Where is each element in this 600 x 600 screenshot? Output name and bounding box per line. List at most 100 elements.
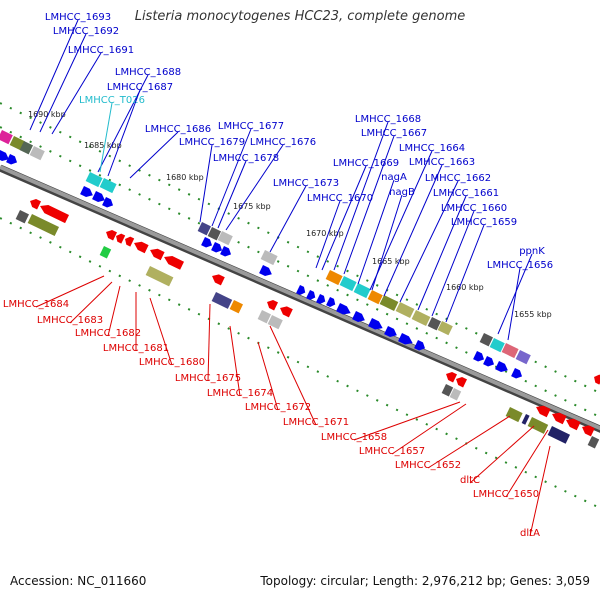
leader-line xyxy=(445,224,485,323)
top-gene-label: nagA xyxy=(381,172,407,183)
feature-box xyxy=(27,214,60,237)
leader-line xyxy=(391,403,467,455)
feature-box xyxy=(29,146,45,161)
feature-box xyxy=(145,266,174,287)
forward-gene xyxy=(201,237,213,248)
top-gene-label: LMHCC_1659 xyxy=(451,217,517,228)
bottom-gene-label: LMHCC_1652 xyxy=(395,460,461,471)
forward-gene xyxy=(306,290,316,301)
bottom-gene-label: LMHCC_1650 xyxy=(473,489,539,500)
ruler-tick-label: 1675 kbp xyxy=(233,202,271,211)
accession-label: Accession: NC_011660 xyxy=(10,574,147,588)
feature-box xyxy=(211,292,233,309)
upper-track-dots xyxy=(0,126,600,419)
leader-line xyxy=(207,303,211,382)
feature-box xyxy=(587,436,600,449)
leader-line xyxy=(333,121,389,271)
top-gene-label: nagB xyxy=(389,187,415,198)
genome-backbone xyxy=(0,164,600,433)
leader-line xyxy=(399,180,459,303)
genome-summary: Topology: circular; Length: 2,976,212 bp… xyxy=(260,574,590,588)
ruler-tick-label: 1660 kbp xyxy=(446,283,484,292)
forward-gene xyxy=(352,311,365,322)
leader-line xyxy=(315,200,341,269)
leader-line xyxy=(225,144,284,231)
bottom-gene-label: LMHCC_1671 xyxy=(283,417,349,428)
forward-gene xyxy=(336,303,351,315)
genome-line xyxy=(0,165,600,431)
reverse-gene xyxy=(150,248,165,261)
reverse-gene xyxy=(582,425,595,437)
forward-gene xyxy=(102,197,114,208)
leader-line xyxy=(497,253,533,335)
bottom-gene-label: dltC xyxy=(460,475,480,486)
feature-box xyxy=(85,172,103,188)
top-gene-label: LMHCC_1673 xyxy=(273,178,339,189)
reverse-gene xyxy=(164,256,185,270)
top-gene-label: LMHCC_1679 xyxy=(179,137,245,148)
feature-box xyxy=(427,317,442,331)
reverse-gene xyxy=(106,229,118,241)
bottom-gene-label: LMHCC_1681 xyxy=(103,343,169,354)
leader-line xyxy=(69,281,113,324)
feature-box xyxy=(197,222,212,236)
feature-box xyxy=(9,136,25,151)
leader-line xyxy=(357,179,395,285)
leader-line xyxy=(469,425,535,484)
feature-box xyxy=(505,407,523,423)
leader-line xyxy=(383,164,443,297)
forward-gene xyxy=(483,356,495,367)
feature-box xyxy=(489,338,505,353)
feature-box xyxy=(411,310,431,326)
top-gene-label: LMHCC_1656 xyxy=(487,260,553,271)
bottom-gene-label: LMHCC_1682 xyxy=(75,328,141,339)
forward-gene xyxy=(0,150,9,161)
feature-box xyxy=(229,300,244,314)
leader-line xyxy=(417,195,467,311)
reverse-gene xyxy=(456,376,468,388)
ruler-tick-label: 1670 kbp xyxy=(306,229,344,238)
reverse-gene xyxy=(212,274,225,286)
leader-line xyxy=(35,275,105,308)
forward-gene xyxy=(473,351,485,362)
forward-gene xyxy=(398,333,413,345)
top-gene-label: LMHCC_1686 xyxy=(145,124,211,135)
top-gene-label: LMHCC_1692 xyxy=(53,26,119,37)
feature-box xyxy=(521,414,530,425)
forward-gene xyxy=(92,191,105,202)
top-gene-label: LMHCC_1687 xyxy=(107,82,173,93)
feature-box xyxy=(207,227,222,241)
feature-box xyxy=(325,270,343,286)
bottom-gene-label: LMHCC_1674 xyxy=(207,388,273,399)
leader-line xyxy=(371,194,403,291)
leader-line xyxy=(427,415,511,469)
leader-line xyxy=(229,325,241,397)
leader-line xyxy=(321,165,367,271)
feature-box xyxy=(379,295,399,311)
leader-line xyxy=(29,19,79,131)
feature-box xyxy=(0,130,13,145)
forward-gene xyxy=(495,361,508,372)
feature-box xyxy=(353,283,371,299)
top-gene-label: LMHCC_1660 xyxy=(441,203,507,214)
forward-gene xyxy=(414,340,426,351)
ruler-tick-label: 1665 kbp xyxy=(372,257,410,266)
leader-line xyxy=(505,429,549,498)
leader-line xyxy=(199,144,213,223)
top-gene-label: ppnK xyxy=(519,246,545,257)
top-gene-label: LMHCC_1662 xyxy=(425,173,491,184)
top-gene-label: LMHCC_1667 xyxy=(361,128,427,139)
reverse-gene xyxy=(446,371,458,383)
bottom-gene-label: dltA xyxy=(520,528,540,539)
top-gene-label: LMHCC_1670 xyxy=(307,193,373,204)
leader-line xyxy=(107,89,141,177)
forward-gene xyxy=(211,242,223,253)
forward-gene xyxy=(220,246,232,257)
forward-gene xyxy=(326,297,336,308)
top-gene-label: LMHCC_1661 xyxy=(433,188,499,199)
top-gene-label: LMHCC_1691 xyxy=(68,45,134,56)
top-gene-label: LMHCC_T026 xyxy=(79,95,145,106)
leader-line xyxy=(211,128,252,227)
forward-gene xyxy=(316,294,326,305)
leader-line xyxy=(507,267,521,341)
